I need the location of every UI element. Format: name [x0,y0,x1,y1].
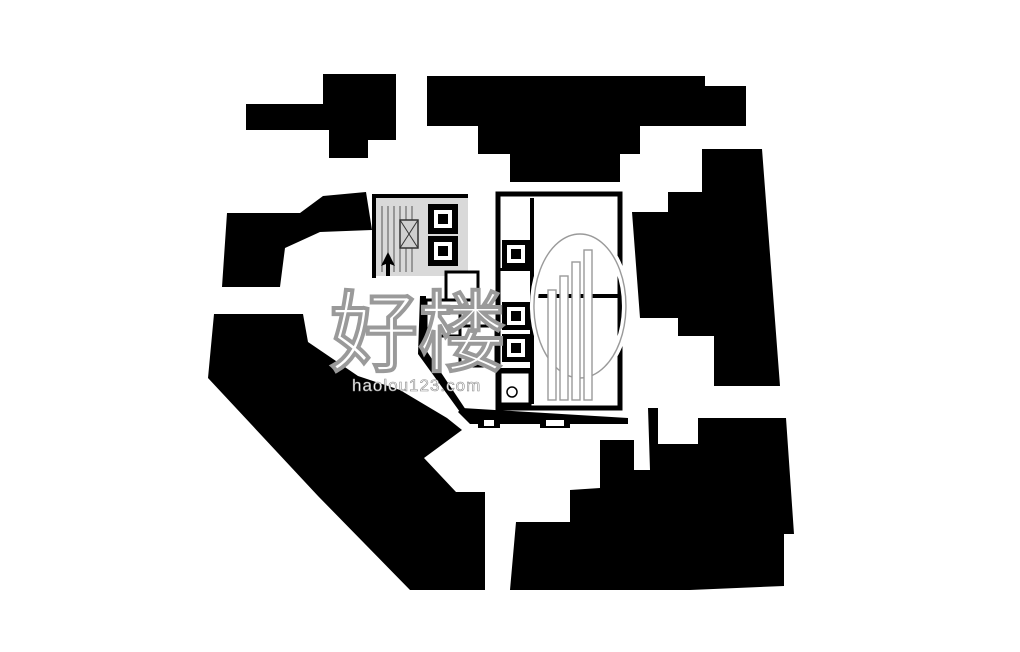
building-mass-bottom-left [208,314,485,590]
building-mass-left [222,192,372,287]
building-mass-top-left [246,74,396,158]
watermark-logo-text: 好楼 [329,282,506,385]
facade-wall [458,408,628,424]
core-room [444,270,480,302]
building-mass-bottom-right [510,408,794,590]
core-wall [372,194,468,198]
building-mass-top [427,76,746,182]
main-block-partition [500,368,532,371]
watermark: 好楼 haolou123.com [328,230,630,401]
tower-floor-plan [372,191,628,428]
core-wall [372,194,376,278]
surrounding-buildings [208,74,794,590]
north-arrow-icon [381,252,395,276]
main-block-wall [495,191,623,411]
watermark-url: haolou123.com [352,376,481,395]
main-block-partition [500,268,532,271]
building-mass-right [632,149,780,386]
watermark-logo-icon [529,230,630,401]
core-wall [418,296,466,412]
